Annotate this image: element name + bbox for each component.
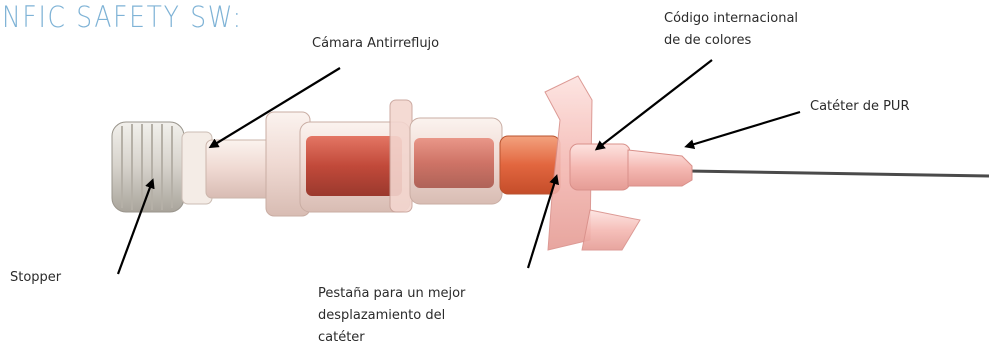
label-codigo-line2: de de colores (664, 33, 752, 48)
stopper-cap (111, 121, 185, 213)
label-pestana-line2: desplazamiento del (318, 308, 446, 323)
color-coded-collar (569, 143, 631, 191)
label-codigo-colores: Código internacional de de colores (664, 8, 798, 52)
arrow-camara (208, 67, 341, 149)
anti-reflux-chamber (265, 99, 503, 217)
label-pestana: Pestaña para un mejor desplazamiento del… (318, 283, 465, 349)
arrow-stopper (116, 178, 155, 275)
hub (499, 135, 561, 195)
catheter-wing (544, 75, 641, 251)
label-camara-antirreflujo: Cámara Antirreflujo (312, 36, 440, 51)
arrow-codigo (594, 59, 713, 151)
connector (181, 131, 277, 205)
diagram-title: NFIC SAFETY SW: (2, 0, 243, 34)
label-stopper: Stopper (10, 270, 62, 285)
label-pestana-line3: catéter (318, 330, 365, 345)
pur-catheter (627, 149, 693, 187)
label-pestana-line1: Pestaña para un mejor (318, 286, 466, 301)
arrow-cateter (684, 110, 801, 150)
arrow-pestana (526, 174, 559, 269)
needle (687, 169, 989, 178)
label-cateter-pur: Catéter de PUR (810, 99, 910, 114)
label-codigo-line1: Código internacional (664, 11, 799, 26)
